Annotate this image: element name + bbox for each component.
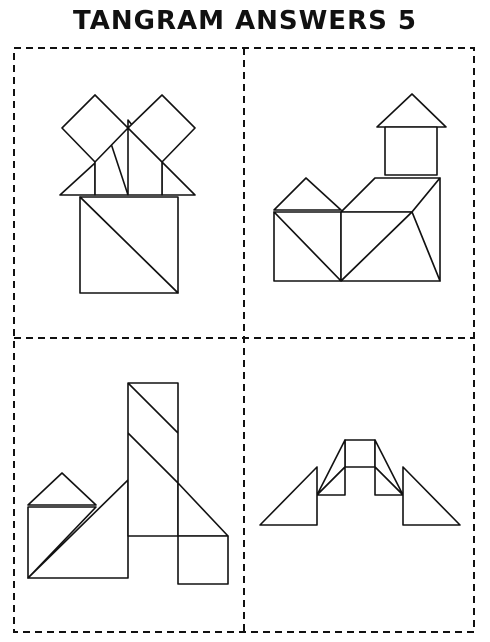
tangram-bridge [259,439,461,526]
tangram-piece [374,466,404,496]
tangram-piece [273,211,342,282]
tangram-piece [161,161,196,196]
tangram-piece [59,162,96,196]
tangram-piece [402,466,461,526]
tangram-piece [61,94,129,163]
tangram-boat [273,93,447,282]
tangram-piece-edge [127,382,179,434]
tangram-windmill-house [59,94,196,294]
tangram-house-chimney [27,382,229,585]
tangram-piece [79,196,179,294]
tangram-piece [259,466,318,526]
cut-lines [13,47,475,633]
tangram-piece [316,466,346,496]
tangram-piece [340,211,441,282]
tangram-piece-edge [127,432,179,484]
tangram-piece [177,535,229,585]
page-title: TANGRAM ANSWERS 5 [73,6,417,36]
tangram-piece [127,382,179,537]
tangram-piece [376,93,447,128]
tangram-piece [384,126,438,176]
tangram-piece [344,439,376,468]
tangram-piece [127,94,196,163]
tangram-piece [177,482,229,537]
tangram-piece [27,472,97,506]
tangram-piece [273,177,342,211]
